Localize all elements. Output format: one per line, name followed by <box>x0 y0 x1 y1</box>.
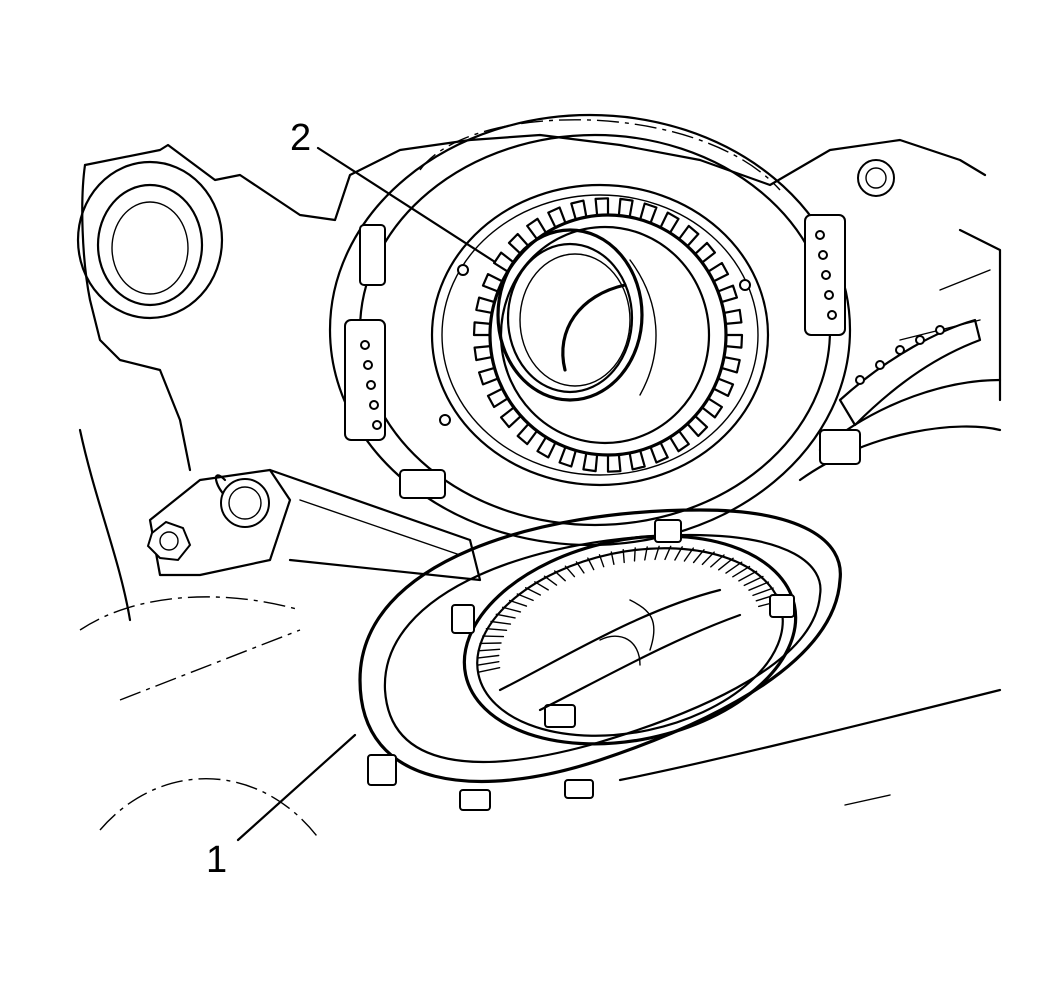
leader-line-2 <box>316 146 497 264</box>
clutch-plate-tabs <box>367 519 795 811</box>
hub-bore <box>496 228 657 402</box>
clutch-plate-spline-path <box>476 545 781 673</box>
left-bore <box>76 160 224 320</box>
drum-tab-left <box>344 319 386 441</box>
leader-line-1 <box>236 733 357 842</box>
clutch-plate-segment-right <box>838 318 982 427</box>
clutch-plate <box>358 508 842 783</box>
splined-hub <box>488 213 728 457</box>
hub-spline-teeth <box>472 197 744 473</box>
hex-nut <box>146 520 192 562</box>
hub-spline-teeth-path <box>472 197 744 473</box>
drum-small-holes <box>439 264 751 426</box>
housing <box>78 119 1002 841</box>
drum-tab-upper-left <box>359 224 386 286</box>
callout-2: 2 <box>290 117 311 159</box>
drum-tab-right <box>804 214 846 336</box>
clutch-plate-bore-detail <box>498 588 742 712</box>
clutch-plate-inner-splines <box>476 545 781 673</box>
drum-tab-lower <box>399 429 861 499</box>
bolt-head-large <box>220 478 270 528</box>
bolt-hole-top-right <box>857 159 895 197</box>
callout-1: 1 <box>206 839 227 881</box>
bracket <box>148 468 482 582</box>
